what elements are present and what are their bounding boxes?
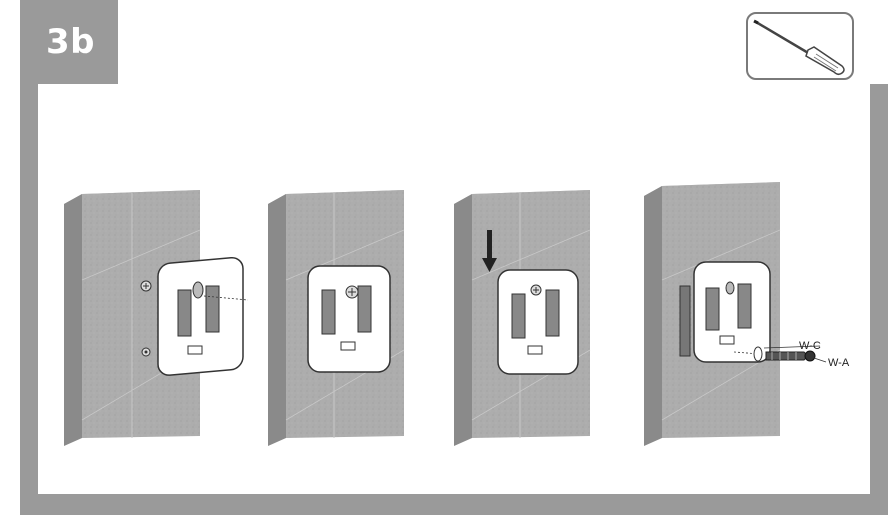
washer-callout: W-C [799, 340, 821, 352]
mounting-bracket [158, 257, 248, 376]
panel-3 [454, 190, 590, 446]
mounting-bracket [308, 266, 390, 372]
panel-2 [268, 190, 404, 446]
panel-4: W-C W-A [644, 182, 850, 446]
mounting-bracket [498, 270, 578, 374]
screw [766, 351, 815, 361]
side-clip [680, 286, 690, 356]
panel-1 [64, 190, 248, 446]
washer [754, 347, 762, 361]
screw-callout: W-A [828, 357, 850, 369]
